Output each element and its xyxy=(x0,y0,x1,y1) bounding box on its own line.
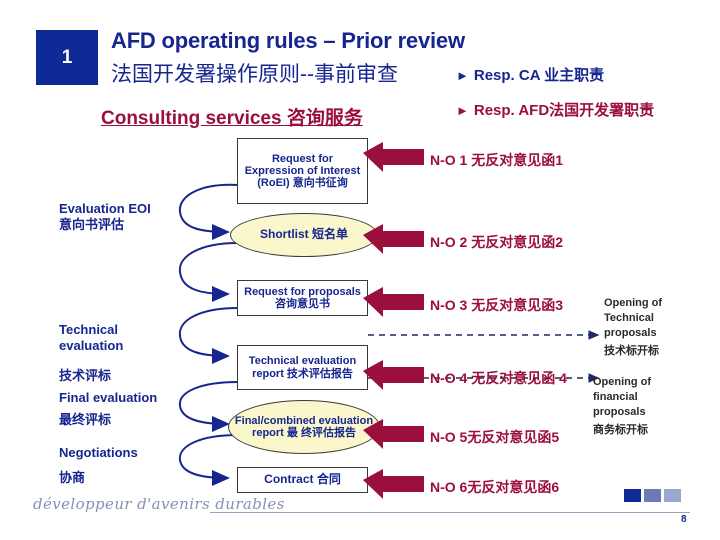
no-objection-label-6: N-O 6无反对意见函6 xyxy=(430,479,560,495)
stage-label-evaluation-eoi-en: Evaluation EOI xyxy=(59,201,151,216)
opening-financial-cn: 商务标开标 xyxy=(593,423,648,436)
opening-technical-line1: Opening of xyxy=(604,297,663,309)
page-title-cn: 法国开发署操作原则--事前审查 xyxy=(111,63,398,86)
flow-node-final-combined-evaluation-report-label: Final/combined evaluation report 最 终评估报告 xyxy=(234,414,374,439)
stage-label-final-evaluation-en: Final evaluation xyxy=(59,390,158,405)
legend-resp-afd-label: Resp. AFD法国开发署职责 xyxy=(473,102,655,119)
stage-label-evaluation-eoi: Evaluation EOI 意向书评估 xyxy=(59,201,151,232)
consulting-services-link[interactable]: Consulting services 咨询服务 xyxy=(101,108,363,129)
legend-resp-ca-label: Resp. CA 业主职责 xyxy=(473,67,605,84)
footer-square-1-icon xyxy=(624,489,641,502)
footer-square-3-icon xyxy=(664,489,681,502)
flow-node-request-for-proposals-label: Request for proposals 咨询意见书 xyxy=(244,285,361,310)
page-title-en: AFD operating rules – Prior review xyxy=(111,28,465,53)
footer-square-2-icon xyxy=(644,489,661,502)
stage-label-technical-evaluation: Technical evaluation xyxy=(59,322,123,353)
flow-node-request-for-proposals[interactable]: Request for proposals 咨询意见书 xyxy=(237,280,368,316)
no-objection-label-5: N-O 5无反对意见函5 xyxy=(430,429,560,445)
flow-node-shortlist-label: Shortlist 短名单 xyxy=(259,227,348,242)
flow-node-shortlist[interactable]: Shortlist 短名单 xyxy=(230,213,378,257)
stage-label-technical-evaluation-en-1: Technical xyxy=(59,322,119,337)
opening-financial-line1: Opening of xyxy=(593,376,652,388)
opening-financial-line2: financial xyxy=(593,390,638,403)
stage-label-technical-evaluation-cn: 技术评标 xyxy=(59,368,112,383)
stage-label-technical-evaluation-en-2: evaluation xyxy=(59,337,124,353)
opening-technical-line3: proposals xyxy=(604,326,657,339)
stage-label-negotiations-en: Negotiations xyxy=(59,445,138,460)
triangle-right-icon: ► xyxy=(456,103,469,118)
flow-node-contract-label: Contract 合同 xyxy=(264,472,341,487)
no-objection-label-4: N-O 4 无反对意见函 4 xyxy=(430,370,567,386)
triangle-right-icon: ► xyxy=(456,68,469,83)
opening-technical-proposals: Opening of Technical proposals 技术标开标 xyxy=(604,296,662,358)
opening-technical-line2: Technical xyxy=(604,311,654,324)
stage-label-final-evaluation-cn: 最终评标 xyxy=(59,412,112,427)
flow-node-contract[interactable]: Contract 合同 xyxy=(237,467,368,493)
legend-resp-ca: ► Resp. CA 业主职责 xyxy=(456,64,604,85)
step-number-text: 1 xyxy=(61,46,73,68)
step-number-badge: 1 xyxy=(36,30,98,85)
opening-financial-line3: proposals xyxy=(593,405,646,418)
no-objection-label-2: N-O 2 无反对意见函2 xyxy=(430,234,564,250)
opening-technical-cn: 技术标开标 xyxy=(604,344,659,357)
stage-label-negotiations-cn: 协商 xyxy=(59,470,86,485)
opening-financial-proposals: Opening of financial proposals 商务标开标 xyxy=(593,375,651,437)
flow-node-technical-evaluation-report[interactable]: Technical evaluation report 技术评估报告 xyxy=(237,345,368,390)
no-objection-label-3: N-O 3 无反对意见函3 xyxy=(430,297,564,313)
footer-divider xyxy=(210,512,690,513)
legend-resp-afd: ► Resp. AFD法国开发署职责 xyxy=(456,99,654,120)
page-number: 8 xyxy=(681,514,687,525)
footer-tagline: développeur d'avenirs durables xyxy=(33,495,285,513)
flow-node-request-expression-interest-label: Request for Expression of Interest (RoEI… xyxy=(244,152,361,190)
stage-label-evaluation-eoi-cn: 意向书评估 xyxy=(59,216,125,232)
flow-node-request-expression-interest[interactable]: Request for Expression of Interest (RoEI… xyxy=(237,138,368,204)
no-objection-label-1: N-O 1 无反对意见函1 xyxy=(430,152,564,168)
flow-node-final-combined-evaluation-report[interactable]: Final/combined evaluation report 最 终评估报告 xyxy=(228,400,380,454)
flow-node-technical-evaluation-report-label: Technical evaluation report 技术评估报告 xyxy=(248,355,357,380)
